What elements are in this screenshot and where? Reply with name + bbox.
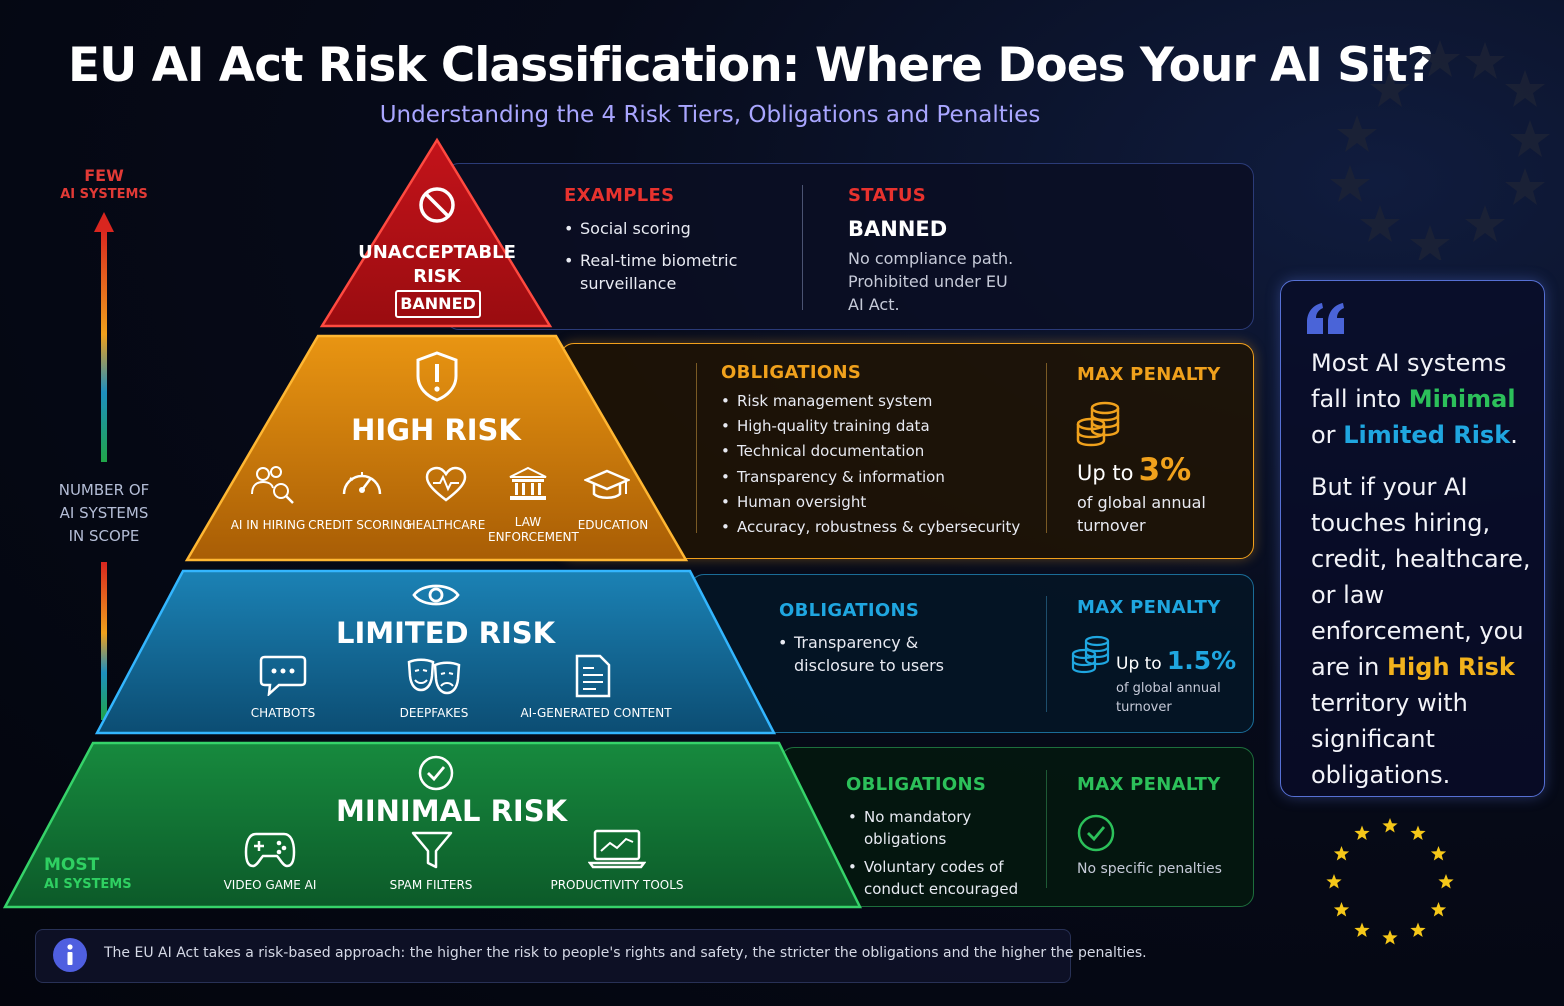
warning-shield-icon (416, 351, 458, 402)
document-icon (575, 654, 611, 698)
pyramid-tier-minimal (2, 741, 863, 909)
gauge-icon (342, 472, 382, 495)
high-penalty-note: of global annual turnover (1077, 493, 1206, 535)
banned-badge: BANNED (395, 290, 481, 318)
info-bar (35, 929, 1071, 983)
example-healthcare: HEALTHCARE (406, 518, 486, 532)
eu-star (1382, 930, 1398, 945)
filter-icon (411, 831, 453, 869)
background-stars-icon (1330, 40, 1550, 260)
minimal-penalty-note: No specific penalties (1077, 861, 1222, 877)
pyramid-tier-high (184, 334, 689, 562)
eu-star (1354, 825, 1370, 840)
limited-penalty-header: MAX PENALTY (1077, 597, 1221, 618)
limited-risk-tier-label: LIMITED RISK (336, 616, 556, 650)
prohibited-icon (419, 187, 455, 223)
high-obligations-list: Risk management system High-quality trai… (721, 389, 1041, 540)
eu-star (1326, 874, 1342, 889)
high-risk-tier-label: HIGH RISK (351, 413, 521, 447)
minimal-obligations-header: OBLIGATIONS (846, 774, 987, 795)
eu-stars-icon (1326, 818, 1454, 945)
pyramid-tier-limited (94, 569, 777, 735)
limited-obligations-list: Transparency & disclosure to users (778, 631, 998, 677)
eu-star (1430, 846, 1447, 861)
example-ai-in-hiring: AI IN HIRING (230, 518, 306, 532)
example-chatbots: CHATBOTS (250, 706, 316, 720)
eu-star (1438, 874, 1454, 889)
high-penalty-header: MAX PENALTY (1077, 364, 1221, 385)
high-penalty-amount: Up to 3% (1077, 452, 1192, 488)
minimal-penalty-header: MAX PENALTY (1077, 774, 1221, 795)
quote-mark-icon (1307, 303, 1344, 334)
status-note: No compliance path. Prohibited under EU … (848, 249, 1014, 314)
laptop-chart-icon (588, 829, 646, 869)
axis-arrow (94, 212, 114, 720)
coin-stack-icon (1071, 635, 1110, 674)
quote-text: Most AI systems fall into Minimal or Lim… (1311, 349, 1531, 789)
eye-icon (412, 584, 460, 606)
info-text: The EU AI Act takes a risk-based approac… (104, 945, 1147, 961)
eu-star (1382, 818, 1398, 833)
limited-penalty-amount: Up to 1.5% (1116, 646, 1237, 675)
examples-header: EXAMPLES (564, 185, 675, 206)
example-video-game-ai: VIDEO GAME AI (223, 878, 317, 892)
coin-stack-icon (1076, 401, 1120, 447)
eu-star (1333, 902, 1350, 917)
gamepad-icon (244, 832, 296, 868)
check-circle-icon (1077, 814, 1115, 852)
example-education: EDUCATION (577, 518, 649, 532)
theater-masks-icon (407, 658, 461, 695)
examples-list: Social scoring Real-time biometric surve… (564, 217, 774, 295)
limited-obligations-header: OBLIGATIONS (779, 600, 920, 621)
unacceptable-tier-label: UNACCEPTABLE RISK (358, 242, 516, 287)
axis-arrow-head (94, 212, 114, 232)
eu-star (1333, 846, 1350, 861)
info-icon (53, 938, 87, 972)
example-law-enforcement: LAW ENFORCEMENT (488, 515, 579, 544)
eu-star (1410, 825, 1426, 840)
chat-bubble-icon (259, 655, 307, 696)
eu-star (1410, 922, 1426, 937)
check-circle-icon (418, 755, 454, 791)
high-obligations-header: OBLIGATIONS (721, 362, 862, 383)
eu-star (1430, 902, 1447, 917)
status-value: BANNED (848, 217, 948, 241)
example-spam-filters: SPAM FILTERS (389, 878, 473, 892)
people-search-icon (251, 466, 294, 504)
example-productivity-tools: PRODUCTIVITY TOOLS (550, 878, 684, 892)
example-deepfakes: DEEPFAKES (399, 706, 469, 720)
axis-bottom-label: MOST AI SYSTEMS (44, 855, 132, 893)
minimal-obligations-list: No mandatory obligations Voluntary codes… (848, 806, 1038, 900)
axis-middle-label: NUMBER OF AI SYSTEMS IN SCOPE (58, 481, 150, 545)
unacceptable-details-panel (445, 163, 1254, 330)
page-subtitle: Understanding the 4 Risk Tiers, Obligati… (379, 102, 1041, 128)
heart-pulse-icon (425, 466, 467, 502)
limited-penalty-note: of global annual turnover (1116, 681, 1221, 715)
eu-star (1354, 922, 1370, 937)
axis-top-label: FEW AI SYSTEMS (60, 166, 148, 202)
example-credit-scoring: CREDIT SCORING (308, 518, 412, 532)
quote-callout (1280, 280, 1545, 797)
pyramid-tier-unacceptable (319, 137, 553, 328)
page-title: EU AI Act Risk Classification: Where Doe… (68, 38, 1434, 93)
graduation-cap-icon (584, 469, 630, 499)
courthouse-icon (509, 466, 547, 500)
status-header: STATUS (848, 185, 927, 206)
minimal-risk-tier-label: MINIMAL RISK (336, 794, 568, 828)
example-ai-generated-content: AI-GENERATED CONTENT (520, 706, 672, 720)
